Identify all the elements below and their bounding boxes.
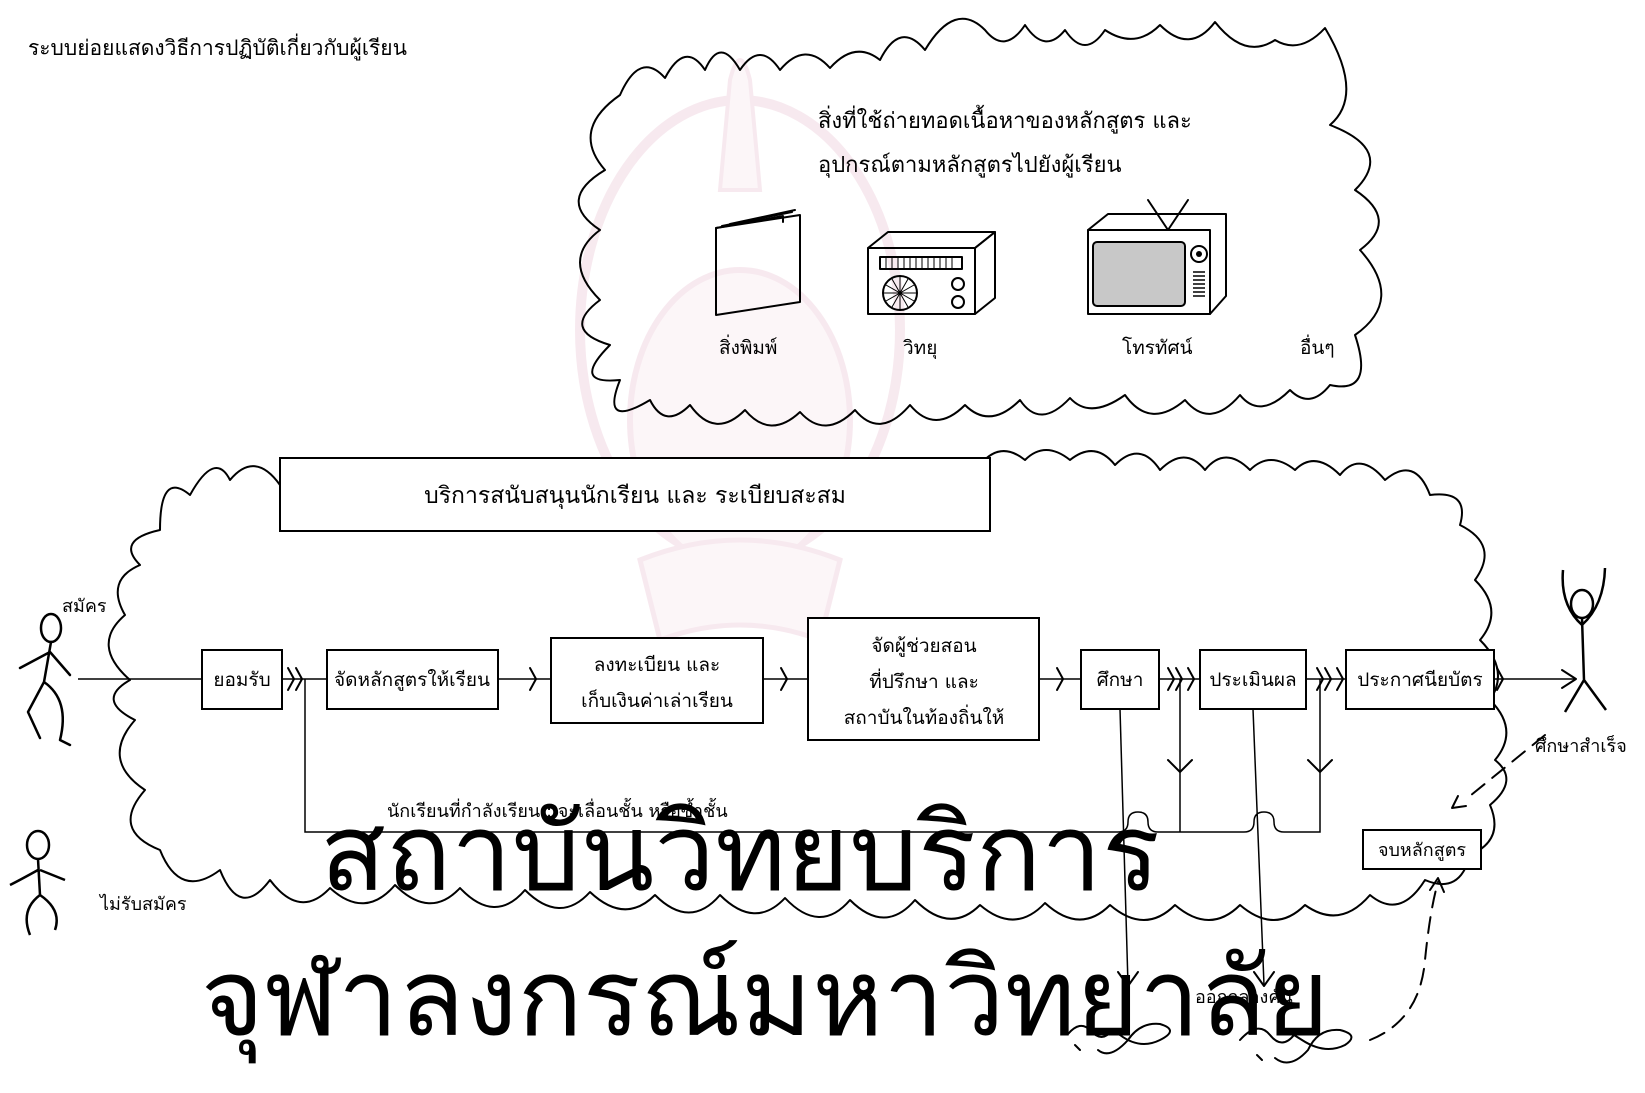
loop-label: นักเรียนที่กำลังเรียน : จะเลื่อนชั้น หรื… <box>387 798 728 822</box>
tutor-label-line1: จัดผู้ช่วยสอน <box>871 635 976 657</box>
graduate-figure <box>1561 567 1608 713</box>
tutor-label-line3: สถาบันในท้องถิ่นให้ <box>844 704 1005 729</box>
media-item-tv: โทรทัศน์ <box>1122 336 1193 359</box>
watermark-line1: สถาบันวิทยบริการ <box>320 791 1160 916</box>
rejected-label: ไม่รับสมัคร <box>98 893 187 915</box>
certificate-return-arrow <box>1307 759 1333 773</box>
dropout-arrow-study <box>1117 971 1139 987</box>
dropout-arrow-evaluate <box>1253 971 1275 987</box>
loop-line <box>304 679 1321 833</box>
certificate-box <box>1345 649 1495 710</box>
media-cloud-outline <box>577 17 1383 427</box>
complete-label: จบหลักสูตร <box>1378 840 1466 861</box>
dropout-label: ออกกลางคัน <box>1195 987 1293 1008</box>
certificate-label: ประกาศนียบัตร <box>1357 669 1482 691</box>
dropout-line-evaluate <box>1252 708 1265 986</box>
tutor-label-line2: ที่ปรึกษา และ <box>869 668 979 693</box>
radio-icon <box>867 231 996 315</box>
complete-box <box>1362 829 1482 870</box>
support-services-box <box>279 457 991 532</box>
graduate-dashed-arrow <box>1451 795 1467 809</box>
graduate-dashed-line <box>1464 734 1546 801</box>
book-icon <box>715 209 801 316</box>
media-item-other: อื่นๆ <box>1300 334 1335 359</box>
main-flow-arrowhead <box>1561 669 1577 689</box>
dropout-figure-2 <box>1239 1027 1353 1064</box>
register-box <box>550 637 764 724</box>
graduate-label: ศึกษาสำเร็จ <box>1535 734 1627 757</box>
dropout-line-study <box>1119 708 1129 986</box>
tutor-box <box>807 617 1040 741</box>
media-item-print: สิ่งพิมพ์ <box>719 334 777 359</box>
watermark: สถาบันวิทยบริการ จุฬาลงกรณ์มหาวิทยาลัย <box>201 58 1330 1064</box>
evaluate-return-arrow <box>1167 759 1193 773</box>
accept-label: ยอมรับ <box>213 669 270 691</box>
tv-icon <box>1087 199 1227 315</box>
media-item-radio: วิทยุ <box>903 337 938 360</box>
study-box <box>1080 649 1160 710</box>
assign-course-box <box>326 649 499 710</box>
dropout-dashed-line <box>1369 881 1439 1041</box>
register-label-line1: ลงทะเบียน และ <box>594 654 720 676</box>
evaluate-box <box>1199 649 1307 710</box>
rejected-figure <box>9 829 66 936</box>
evaluate-label: ประเมินผล <box>1209 669 1296 691</box>
page-title: ระบบย่อยแสดงวิธีการปฏิบัติเกี่ยวกับผู้เร… <box>28 33 407 61</box>
study-label: ศึกษา <box>1097 669 1144 691</box>
media-heading-line2: อุปกรณ์ตามหลักสูตรไปยังผู้เรียน <box>818 152 1122 178</box>
applicant-figure <box>18 612 72 747</box>
support-services-label: บริการสนับสนุนนักเรียน และ ระเบียบสะสม <box>424 483 846 509</box>
dropout-figure-1 <box>1067 1022 1171 1055</box>
assign-course-label: จัดหลักสูตรให้เรียน <box>334 669 490 691</box>
watermark-line2: จุฬาลงกรณ์มหาวิทยาลัย <box>201 936 1330 1064</box>
applicant-label: สมัคร <box>62 596 107 617</box>
process-cloud-outline <box>107 449 1508 921</box>
media-heading-line1: สิ่งที่ใช้ถ่ายทอดเนื้อหาของหลักสูตร และ <box>818 105 1192 134</box>
dropout-dashed-arrow <box>1429 877 1445 893</box>
register-label-line2: เก็บเงินค่าเล่าเรียน <box>581 688 733 712</box>
flow-chevrons <box>287 667 1504 691</box>
accept-box <box>201 649 283 710</box>
